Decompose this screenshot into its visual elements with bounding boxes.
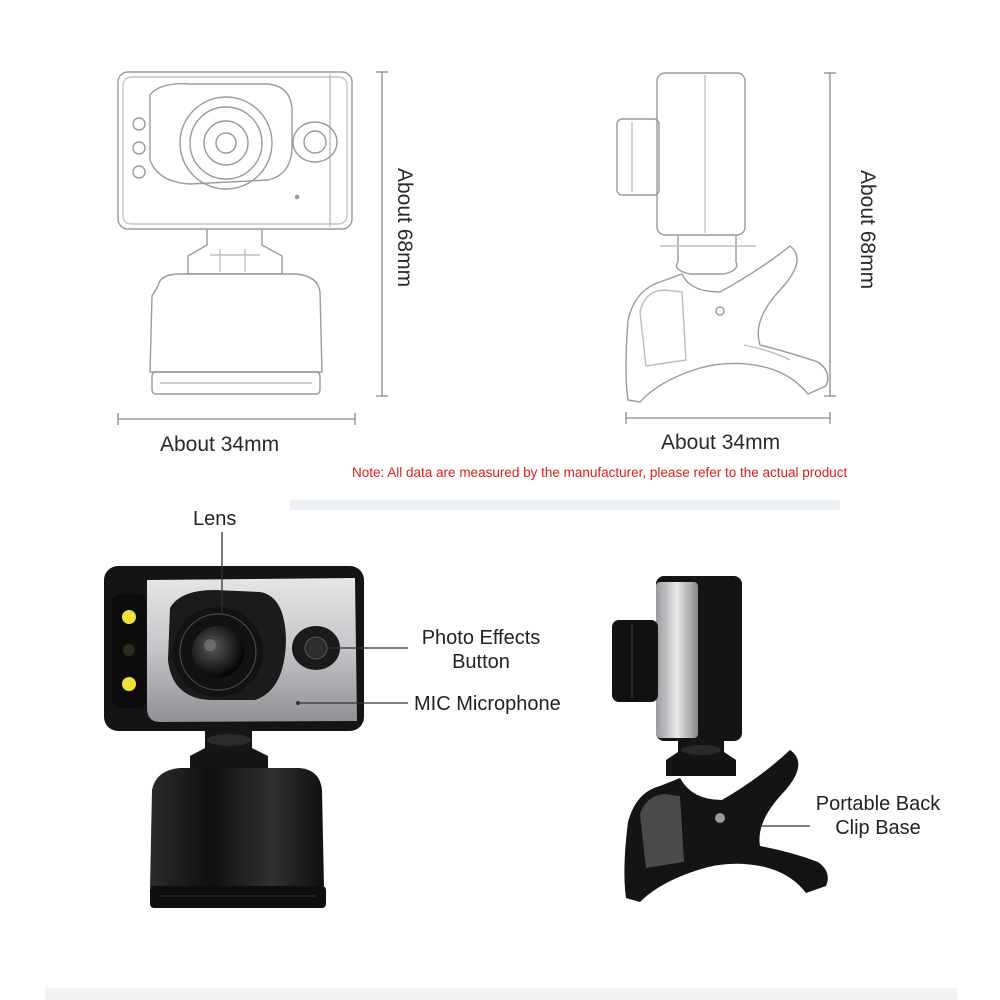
front-width-label: About 34mm [160,433,280,456]
clip-base-callout-line2: Clip Base [835,817,921,839]
side-dimension-lines [625,72,836,424]
lens-callout: Lens [193,508,237,530]
measurement-note: Note: All data are measured by the manuf… [352,465,848,480]
led-light [122,610,136,624]
lens [192,626,244,678]
photo-effects-callout-line2: Button [452,651,510,673]
faint-stripe [290,500,840,510]
front-dimension-lines [117,71,388,425]
led-light [122,677,136,691]
front-photo [104,566,364,908]
side-photo [612,576,828,902]
front-height-label: About 68mm [393,168,416,288]
clip-base-callout-line1: Portable Back [815,793,941,815]
side-width-label: About 34mm [661,431,781,454]
led-light [123,644,135,656]
front-callout-lines [221,532,408,704]
bottom-strip [45,988,957,1000]
photo-effects-callout: Photo Effects Button [410,626,552,674]
front-outline-drawing [117,71,353,395]
mic-callout: MIC Microphone [414,693,561,715]
clip-base-callout: Portable Back Clip Base [806,792,950,840]
side-outline-drawing [616,72,829,403]
side-height-label: About 68mm [856,170,879,290]
photo-effects-callout-line1: Photo Effects [421,627,541,649]
